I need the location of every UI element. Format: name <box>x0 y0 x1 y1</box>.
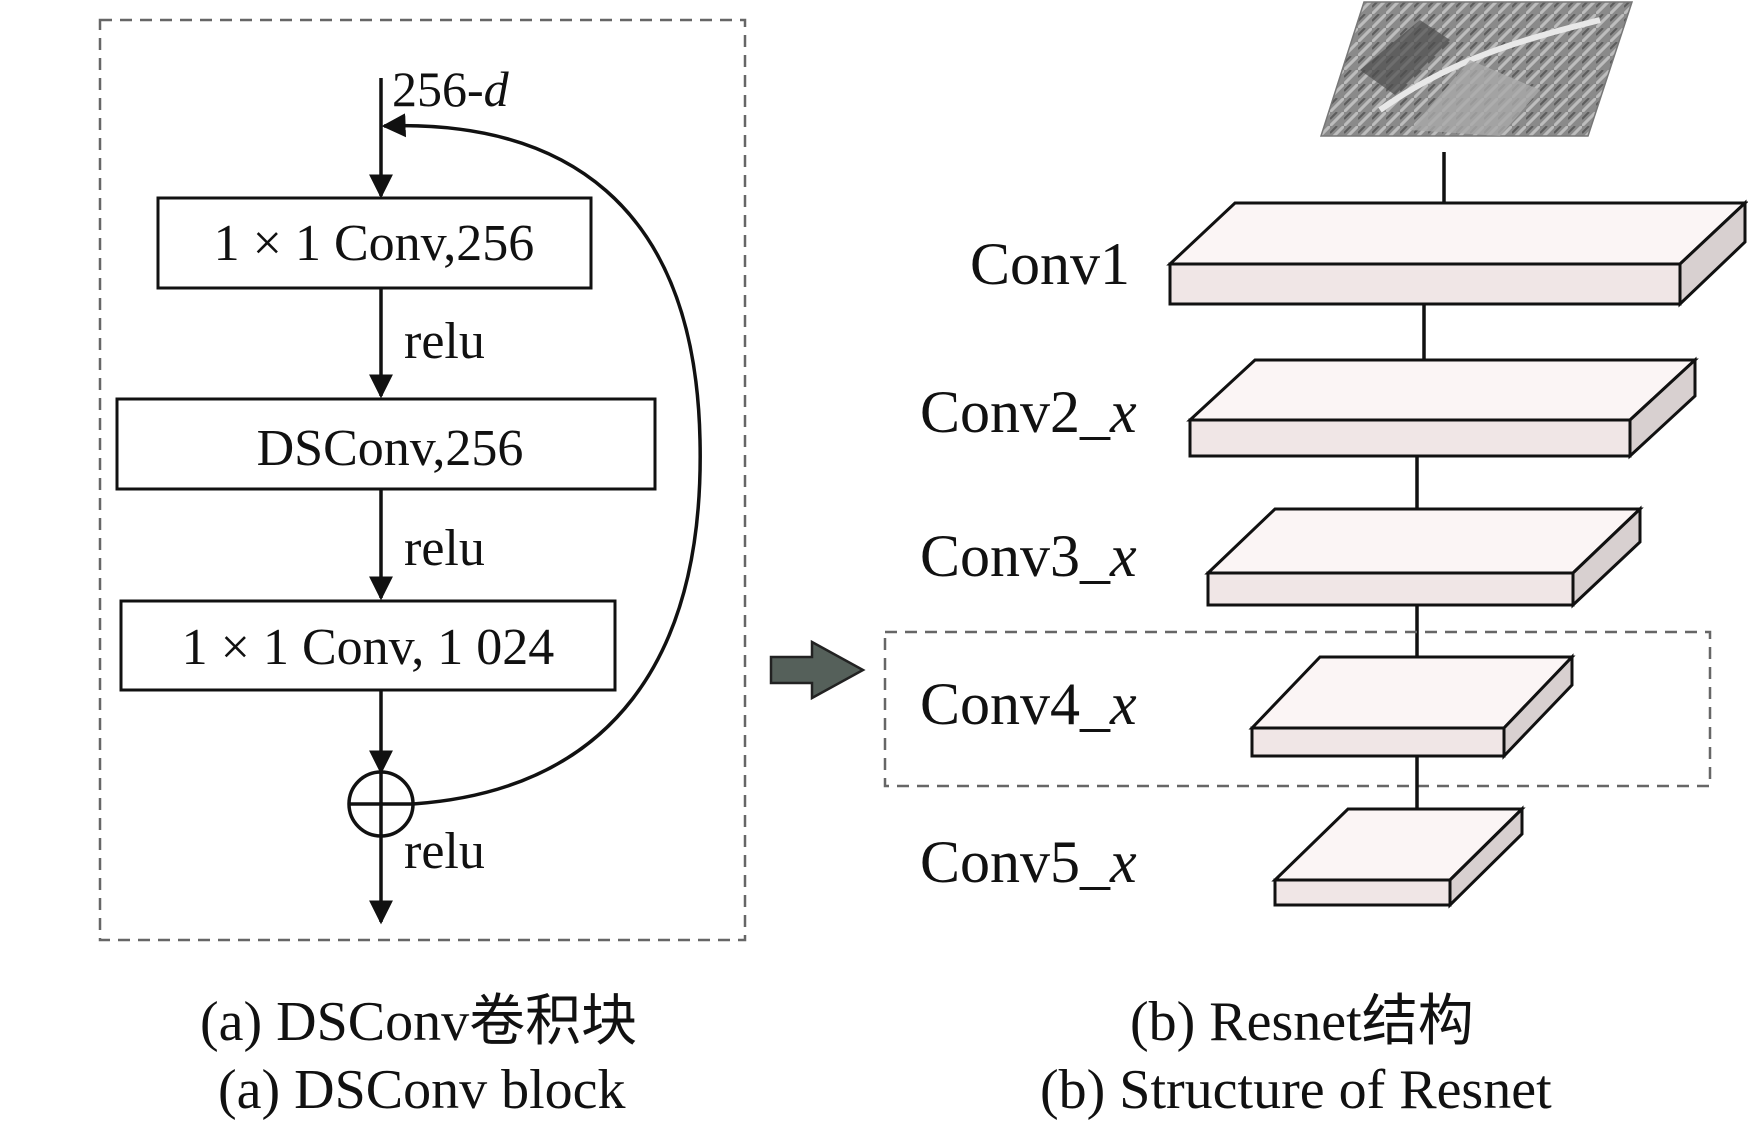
input-dim-label: 256-d <box>392 61 510 117</box>
relu-label-out: relu <box>404 823 485 880</box>
conv1x1-1024-label: 1 × 1 Conv, 1 024 <box>182 619 555 676</box>
relu-label-1: relu <box>404 313 485 370</box>
dsconv-block-panel: 256-d 1 × 1 Conv,256 relu DSConv,256 rel… <box>98 18 747 942</box>
layer-label-conv3: Conv3_x <box>920 523 1137 589</box>
dsconv-256-label: DSConv,256 <box>257 420 524 477</box>
conv1x1-256-label: 1 × 1 Conv,256 <box>214 215 535 272</box>
caption-a-en: (a) DSConv block <box>218 1059 626 1121</box>
layer-label-conv2: Conv2_x <box>920 379 1137 445</box>
layer-slab-conv4 <box>1248 653 1576 760</box>
layer-slab-conv1 <box>1166 199 1748 308</box>
conv1x1-1024-box <box>119 599 617 692</box>
layer-label-conv5: Conv5_x <box>920 829 1137 895</box>
caption-b-en: (b) Structure of Resnet <box>1040 1059 1552 1121</box>
input-image <box>1319 1 1634 137</box>
block-dashed-frame <box>98 18 747 942</box>
layer-label-conv4: Conv4_x <box>920 671 1137 737</box>
relu-label-2: relu <box>404 520 485 577</box>
resnet-panel: Conv1 Conv2_x Conv3_x Conv4_x <box>883 1 1748 909</box>
residual-add-icon <box>347 770 415 838</box>
highlight-frame-conv4 <box>883 630 1712 788</box>
layer-slab-conv2 <box>1186 356 1699 460</box>
layer-slab-conv5 <box>1271 805 1526 909</box>
layer-label-conv1: Conv1 <box>970 231 1130 297</box>
skip-connection <box>381 113 702 806</box>
caption-b-cn: (b) Resnet结构 <box>1130 991 1474 1053</box>
conv1x1-256-box <box>156 196 593 290</box>
caption-a-cn: (a) DSConv卷积块 <box>200 991 637 1053</box>
transition-arrow-icon <box>769 639 866 701</box>
layer-slab-conv3 <box>1204 505 1644 609</box>
dsconv-256-box <box>115 397 657 491</box>
